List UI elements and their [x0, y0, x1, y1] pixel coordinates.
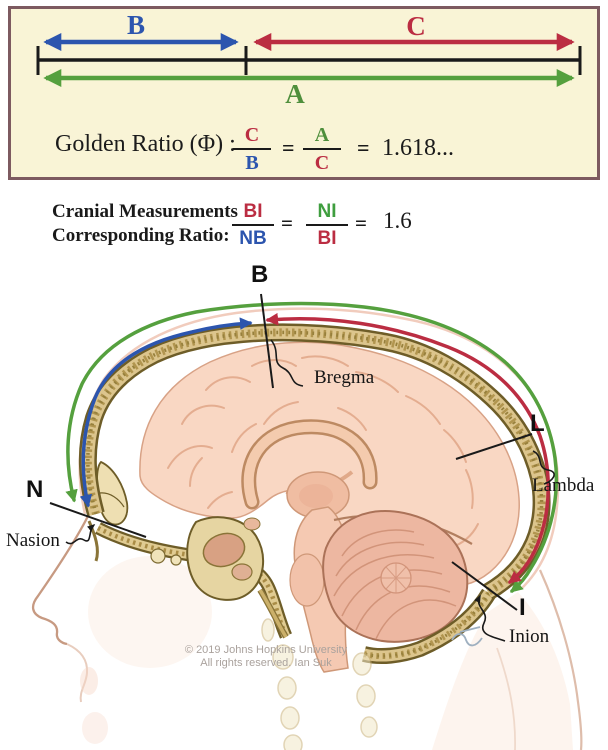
leader-lines	[49, 293, 555, 642]
bregma-squiggle	[270, 339, 304, 387]
neck-outline	[538, 569, 583, 750]
fraction-denominator: BI	[317, 228, 337, 249]
golden-ratio-panel: B C A Golden Ratio (Φ) : C B = A C = 1.6…	[8, 6, 600, 180]
inion-label: Inion	[509, 626, 550, 647]
fraction-ni-over-bi: NI BI	[306, 200, 348, 250]
equals-sign: =	[355, 211, 367, 235]
pons	[289, 553, 325, 607]
inion-squiggle	[474, 594, 506, 642]
golden-ratio-value: 1.618...	[382, 135, 454, 161]
fraction-denominator: NB	[239, 228, 267, 249]
fraction-denominator: B	[245, 152, 259, 174]
inion-abbr-label: I	[519, 594, 526, 621]
inion-pointer-line	[451, 561, 518, 611]
fraction-c-over-b: C B	[233, 123, 271, 175]
lambda-abbr-label: L	[530, 410, 545, 437]
equals-sign: =	[281, 211, 293, 235]
measurement-arcs	[65, 301, 559, 593]
arc-nb-blue	[79, 317, 253, 508]
equals-sign: =	[357, 135, 370, 160]
lips-outline	[66, 643, 89, 703]
segment-a-label: A	[285, 79, 305, 109]
bregma-label: Bregma	[314, 367, 375, 388]
copyright-line2: All rights reserved. Ian Suk	[200, 656, 332, 669]
fraction-numerator: C	[233, 123, 271, 150]
artist-signature	[451, 626, 483, 647]
arc-bi-red	[265, 312, 550, 584]
lambda-squiggle	[532, 450, 555, 485]
nasion-label: Nasion	[6, 530, 60, 551]
segment-b-label: B	[126, 10, 145, 40]
nasion-abbr-label: N	[26, 476, 44, 503]
fraction-numerator: NI	[306, 200, 348, 226]
lambda-label: Lambda	[532, 475, 595, 496]
cranial-ratio-value: 1.6	[383, 208, 412, 233]
bregma-pointer-line	[260, 293, 274, 389]
copyright-notice: © 2019 Johns Hopkins University All righ…	[116, 644, 416, 669]
nasion-pointer-line	[49, 502, 147, 538]
fraction-numerator: BI	[232, 200, 274, 226]
corresponding-ratio-label: Corresponding Ratio:	[52, 225, 230, 246]
equals-sign: =	[282, 135, 295, 160]
fraction-bi-over-nb: BI NB	[232, 200, 274, 250]
cranial-measurements-label: Cranial Measurements	[52, 201, 238, 222]
golden-ratio-title: Golden Ratio (Φ) :	[55, 131, 236, 157]
nasion-squiggle	[65, 523, 96, 545]
pituitary	[243, 517, 261, 531]
lambda-pointer-line	[455, 433, 533, 460]
segment-c-label: C	[406, 11, 426, 41]
fraction-denominator: C	[314, 152, 330, 174]
vertebrae	[261, 618, 378, 750]
line-segment-diagram	[36, 33, 582, 87]
fraction-a-over-c: A C	[303, 123, 341, 175]
fraction-numerator: A	[303, 123, 341, 150]
copyright-line1: © 2019 Johns Hopkins University	[184, 644, 348, 656]
bregma-abbr-label: B	[251, 261, 269, 288]
cranial-ratio-caption: Cranial Measurements Corresponding Ratio…	[52, 200, 238, 248]
nose-outline	[31, 515, 90, 646]
